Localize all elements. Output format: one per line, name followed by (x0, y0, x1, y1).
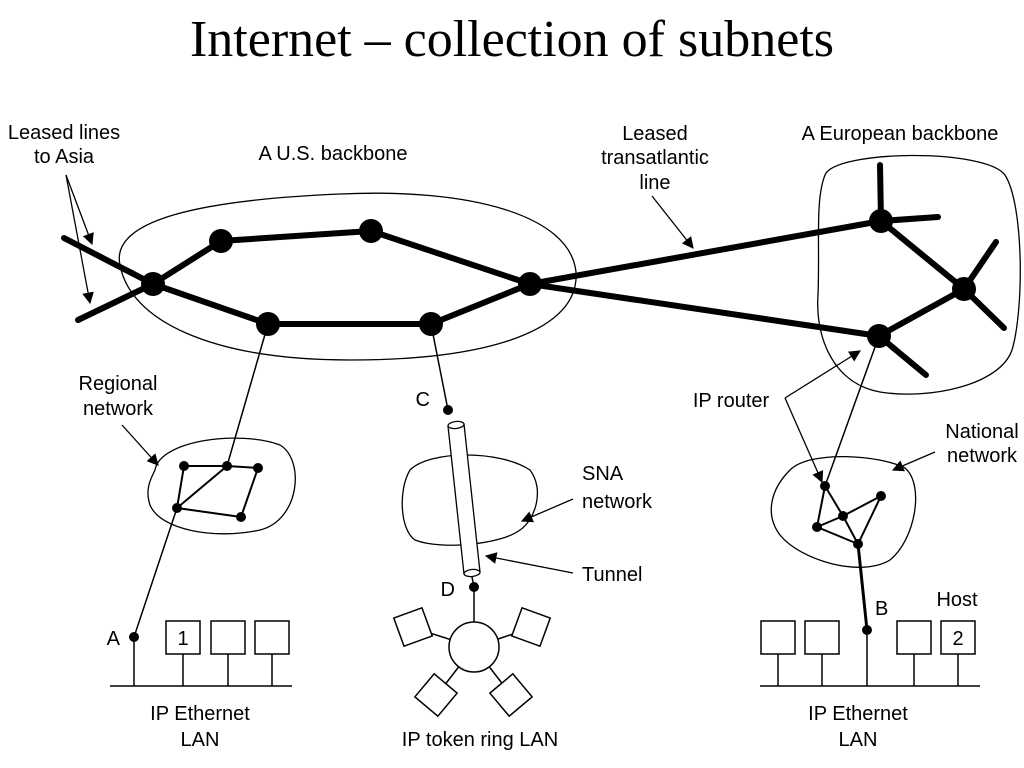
ethernet-lan-left (110, 620, 292, 687)
european-backbone-cloud (817, 154, 1021, 395)
label-national-network: network (947, 445, 1018, 467)
label-national-network: National (945, 421, 1018, 443)
router-node (209, 229, 233, 253)
token-ring (448, 621, 500, 673)
sna-network-cloud (401, 454, 539, 546)
label-ethernet-lan-left: LAN (181, 729, 220, 751)
host-box (804, 620, 840, 655)
label-leased-transatlantic: transatlantic (601, 147, 709, 169)
router-node (812, 522, 822, 532)
label-point-a: A (107, 628, 121, 650)
endpoint-a (129, 632, 139, 642)
label-point-c: C (416, 389, 430, 411)
label-sna-network: SNA (582, 463, 624, 485)
label-ethernet-lan-right: LAN (839, 729, 878, 751)
slide-title: Internet – collection of subnets (189, 11, 835, 68)
host-box (165, 620, 201, 655)
national-network-routers (812, 481, 886, 549)
ring-station (510, 606, 552, 648)
label-european-backbone: A European backbone (802, 123, 999, 145)
router-node (222, 461, 232, 471)
label-leased-transatlantic: Leased (622, 123, 688, 145)
label-us-backbone: A U.S. backbone (259, 143, 408, 165)
router-node (838, 511, 848, 521)
label-leased-lines-asia: Leased lines (8, 122, 120, 144)
router-node (179, 461, 189, 471)
annotation-arrows (65, 174, 936, 574)
label-ethernet-lan-left: IP Ethernet (150, 703, 250, 725)
national-network-cloud (770, 455, 917, 568)
ring-station (392, 606, 434, 648)
uplink-national (824, 335, 880, 487)
link-regional-to-a (133, 507, 178, 638)
national-network-links (816, 485, 882, 545)
backbone-links (61, 162, 1007, 378)
transatlantic-line-lower (527, 281, 882, 339)
router-node (359, 219, 383, 243)
router-node (253, 463, 263, 473)
router-node (876, 491, 886, 501)
label-regional-network: network (83, 398, 154, 420)
label-sna-network: network (582, 491, 653, 513)
label-host-1: 1 (177, 628, 188, 650)
us-backbone-cloud (118, 192, 577, 361)
router-node (141, 272, 165, 296)
regional-network-routers (172, 461, 263, 522)
label-token-ring-lan: IP token ring LAN (402, 729, 558, 751)
router-node (820, 481, 830, 491)
host-box (210, 620, 246, 655)
label-tunnel: Tunnel (582, 564, 642, 586)
label-point-b: B (875, 598, 888, 620)
router-node (236, 512, 246, 522)
token-ring-lan (392, 606, 552, 718)
host-box (940, 620, 976, 655)
router-node (853, 539, 863, 549)
label-host-2: 2 (952, 628, 963, 650)
label-regional-network: Regional (79, 373, 158, 395)
endpoint-b (862, 625, 872, 635)
ethernet-lan-right (760, 620, 980, 687)
label-host: Host (936, 589, 978, 611)
transatlantic-line-upper (527, 218, 884, 287)
backbone-routers (141, 209, 976, 348)
endpoint-c (443, 405, 453, 415)
ring-station (413, 672, 459, 718)
label-leased-lines-asia: to Asia (34, 146, 95, 168)
ring-station (488, 672, 534, 718)
label-ip-router: IP router (693, 390, 770, 412)
label-leased-transatlantic: line (639, 172, 670, 194)
label-point-d: D (441, 579, 455, 601)
link-backbone-to-c (430, 323, 449, 411)
router-node (172, 503, 182, 513)
router-node (952, 277, 976, 301)
label-ethernet-lan-right: IP Ethernet (808, 703, 908, 725)
router-node (518, 272, 542, 296)
router-node (869, 209, 893, 233)
link-national-to-b (856, 543, 869, 631)
host-box (896, 620, 932, 655)
regional-network-cloud (147, 437, 296, 535)
regional-network-links (176, 465, 259, 518)
host-box (760, 620, 796, 655)
uplink-regional (226, 323, 269, 467)
tunnel-tube (447, 420, 481, 578)
host-box (254, 620, 290, 655)
